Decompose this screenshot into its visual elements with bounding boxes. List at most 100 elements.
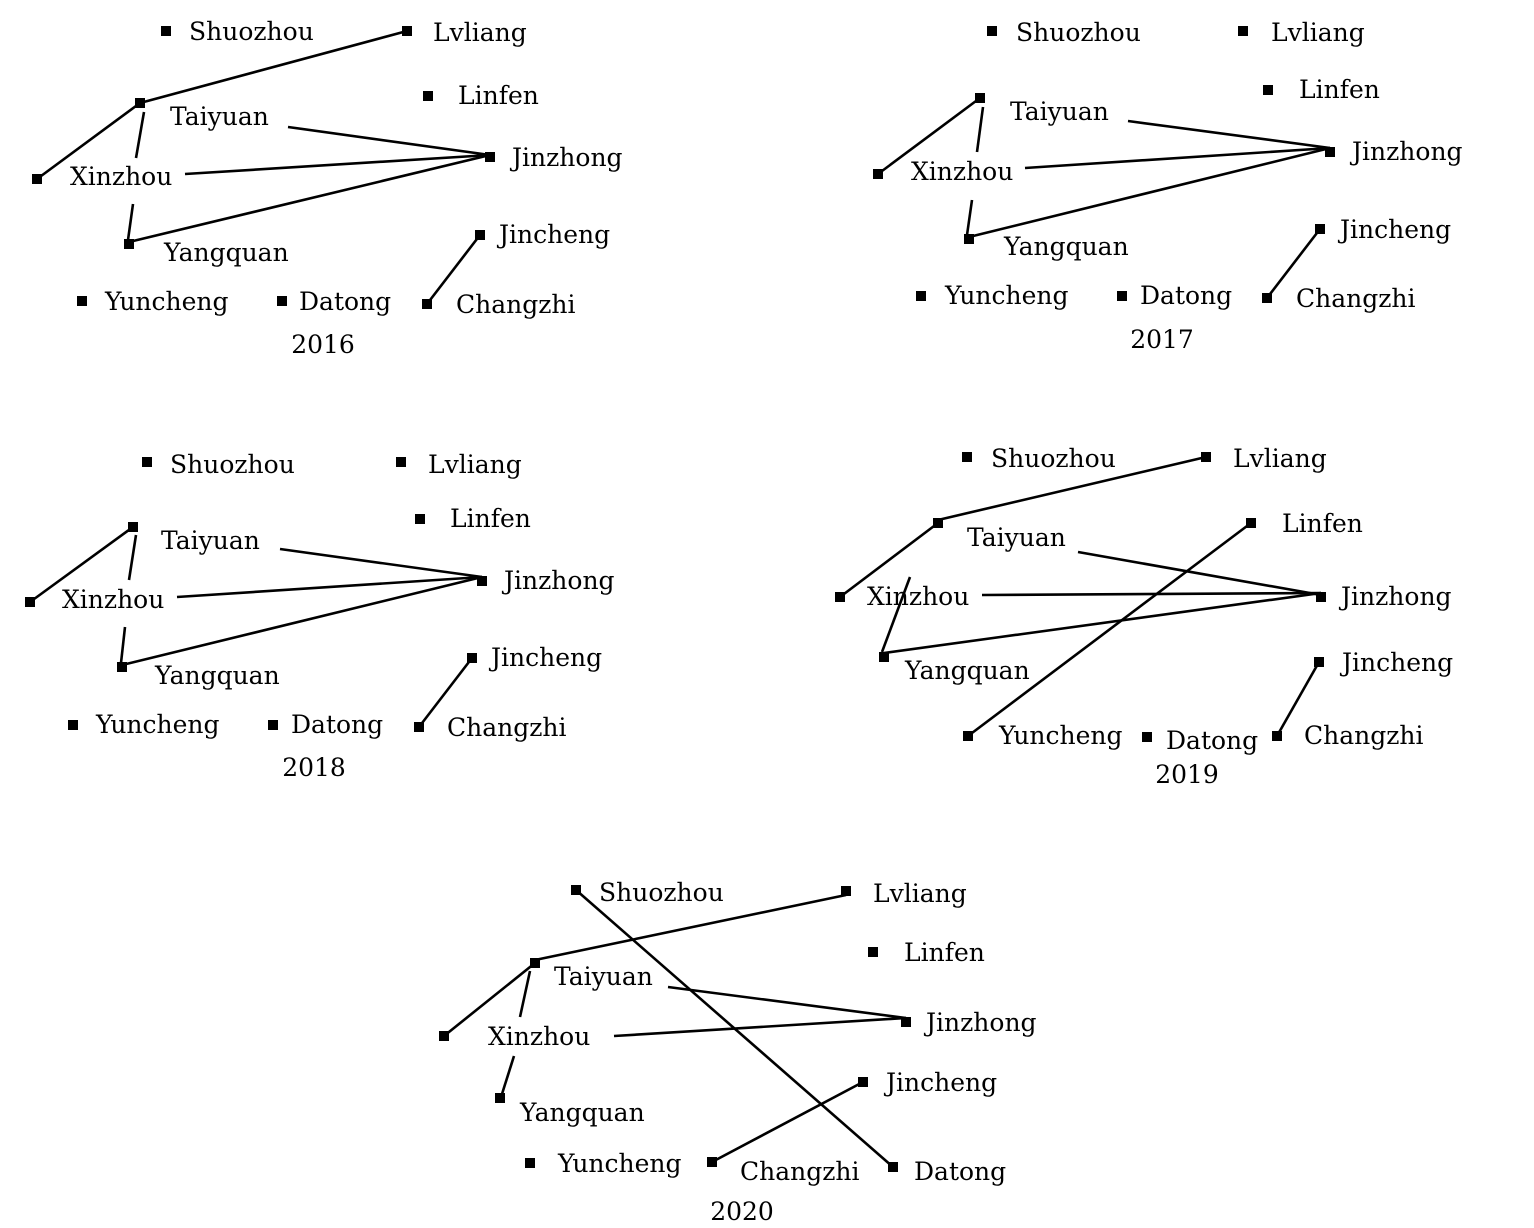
node-xinzhou-2017 bbox=[873, 169, 883, 179]
node-taiyuan-2017 bbox=[975, 93, 985, 103]
edge-xinzhou-yangquan bbox=[965, 199, 974, 236]
node-jincheng-2019 bbox=[1314, 657, 1324, 667]
year-label: 2020 bbox=[710, 1197, 774, 1226]
edge-taiyuan-xinzhou-link bbox=[518, 970, 532, 1018]
edge-xinzhou-jinzhong bbox=[176, 575, 483, 599]
edge-taiyuan-xinzhou bbox=[29, 525, 134, 604]
city-label-jinzhong: Jinzhong bbox=[501, 566, 615, 595]
city-label-xinzhou: Xinzhou bbox=[62, 585, 164, 614]
edge-xinzhou-jinzhong bbox=[613, 1016, 907, 1038]
node-shuozhou-2017 bbox=[987, 26, 997, 36]
edge-jincheng-changzhi bbox=[417, 657, 474, 728]
city-label-shuozhou: Shuozhou bbox=[1016, 18, 1141, 47]
node-lvliang-2017 bbox=[1238, 26, 1248, 36]
node-datong-2019 bbox=[1142, 732, 1152, 742]
city-label-yuncheng: Yuncheng bbox=[944, 281, 1069, 310]
node-linfen-2019 bbox=[1246, 518, 1256, 528]
node-shuozhou-2020 bbox=[571, 885, 581, 895]
node-linfen-2017 bbox=[1263, 85, 1273, 95]
city-label-linfen: Linfen bbox=[1282, 509, 1363, 538]
edge-taiyuan-xinzhou-link bbox=[975, 106, 985, 153]
city-label-yangquan: Yangquan bbox=[519, 1098, 645, 1127]
city-label-changzhi: Changzhi bbox=[1296, 284, 1416, 313]
node-changzhi-2020 bbox=[707, 1157, 717, 1167]
city-label-xinzhou: Xinzhou bbox=[867, 582, 969, 611]
city-label-taiyuan: Taiyuan bbox=[170, 102, 269, 131]
edge-taiyuan-xinzhou-link bbox=[127, 534, 138, 581]
city-label-linfen: Linfen bbox=[1299, 75, 1380, 104]
node-jinzhong-2020 bbox=[901, 1017, 911, 1027]
node-yangquan-2020 bbox=[495, 1093, 505, 1103]
edge-taiyuan-lvliang bbox=[534, 893, 847, 962]
node-lvliang-2018 bbox=[396, 457, 406, 467]
edge-xinzhou-yangquan bbox=[500, 1055, 516, 1095]
city-label-changzhi: Changzhi bbox=[456, 290, 576, 319]
city-label-changzhi: Changzhi bbox=[740, 1157, 860, 1186]
city-label-lvliang: Lvliang bbox=[433, 18, 527, 47]
edge-taiyuan-jinzhong bbox=[1127, 119, 1331, 150]
node-jincheng-2018 bbox=[467, 653, 477, 663]
city-label-changzhi: Changzhi bbox=[1304, 721, 1424, 750]
city-label-yuncheng: Yuncheng bbox=[95, 710, 220, 739]
edge-xinzhou-jinzhong bbox=[184, 153, 491, 176]
city-label-shuozhou: Shuozhou bbox=[170, 450, 295, 479]
node-shuozhou-2018 bbox=[142, 457, 152, 467]
edge-xinzhou-jinzhong bbox=[1024, 146, 1331, 170]
node-jinzhong-2017 bbox=[1325, 147, 1335, 157]
edge-taiyuan-jinzhong bbox=[1077, 550, 1322, 597]
node-datong-2020 bbox=[888, 1162, 898, 1172]
edge-linfen-yuncheng bbox=[967, 521, 1252, 738]
node-taiyuan-2016 bbox=[135, 98, 145, 108]
node-yuncheng-2020 bbox=[525, 1158, 535, 1168]
city-label-jincheng: Jincheng bbox=[488, 643, 602, 672]
edge-taiyuan-jinzhong bbox=[667, 985, 907, 1020]
city-label-yuncheng: Yuncheng bbox=[998, 721, 1123, 750]
node-taiyuan-2019 bbox=[933, 518, 943, 528]
node-shuozhou-2016 bbox=[161, 26, 171, 36]
node-taiyuan-2020 bbox=[530, 958, 540, 968]
edge-yangquan-jinzhong bbox=[121, 575, 483, 667]
city-label-shuozhou: Shuozhou bbox=[189, 17, 314, 46]
node-yangquan-2017 bbox=[964, 234, 974, 244]
node-jinzhong-2016 bbox=[485, 152, 495, 162]
edge-yangquan-jinzhong bbox=[968, 146, 1331, 239]
node-changzhi-2018 bbox=[414, 722, 424, 732]
edge-xinzhou-yangquan bbox=[126, 203, 135, 241]
city-label-xinzhou: Xinzhou bbox=[911, 157, 1013, 186]
year-label: 2018 bbox=[282, 753, 346, 782]
edge-taiyuan-jinzhong bbox=[279, 547, 483, 579]
node-linfen-2016 bbox=[423, 91, 433, 101]
node-yangquan-2018 bbox=[117, 662, 127, 672]
city-label-xinzhou: Xinzhou bbox=[488, 1022, 590, 1051]
city-label-datong: Datong bbox=[1140, 281, 1232, 310]
city-label-jinzhong: Jinzhong bbox=[1338, 582, 1452, 611]
edge-taiyuan-xinzhou bbox=[877, 96, 981, 176]
year-label: 2017 bbox=[1130, 325, 1194, 354]
node-jinzhong-2018 bbox=[477, 576, 487, 586]
city-label-xinzhou: Xinzhou bbox=[70, 162, 172, 191]
edge-jincheng-changzhi bbox=[711, 1080, 864, 1164]
edge-taiyuan-jinzhong bbox=[287, 125, 491, 157]
city-label-datong: Datong bbox=[299, 287, 391, 316]
city-label-linfen: Linfen bbox=[450, 504, 531, 533]
city-label-yangquan: Yangquan bbox=[163, 238, 289, 267]
city-label-yangquan: Yangquan bbox=[1003, 232, 1129, 261]
node-xinzhou-2016 bbox=[32, 174, 42, 184]
node-datong-2018 bbox=[268, 720, 278, 730]
city-label-taiyuan: Taiyuan bbox=[161, 526, 260, 555]
node-yuncheng-2018 bbox=[68, 720, 78, 730]
city-label-jinzhong: Jinzhong bbox=[923, 1008, 1037, 1037]
city-label-yangquan: Yangquan bbox=[154, 661, 280, 690]
edge-taiyuan-xinzhou-link bbox=[134, 111, 146, 159]
city-label-shuozhou: Shuozhou bbox=[991, 444, 1116, 473]
node-xinzhou-2020 bbox=[439, 1031, 449, 1041]
city-label-jincheng: Jincheng bbox=[883, 1068, 997, 1097]
city-label-linfen: Linfen bbox=[904, 938, 985, 967]
edge-yangquan-jinzhong bbox=[128, 153, 491, 244]
edge-shuozhou-datong bbox=[575, 889, 894, 1168]
node-linfen-2020 bbox=[868, 947, 878, 957]
city-label-changzhi: Changzhi bbox=[447, 713, 567, 742]
city-label-yuncheng: Yuncheng bbox=[557, 1149, 682, 1178]
